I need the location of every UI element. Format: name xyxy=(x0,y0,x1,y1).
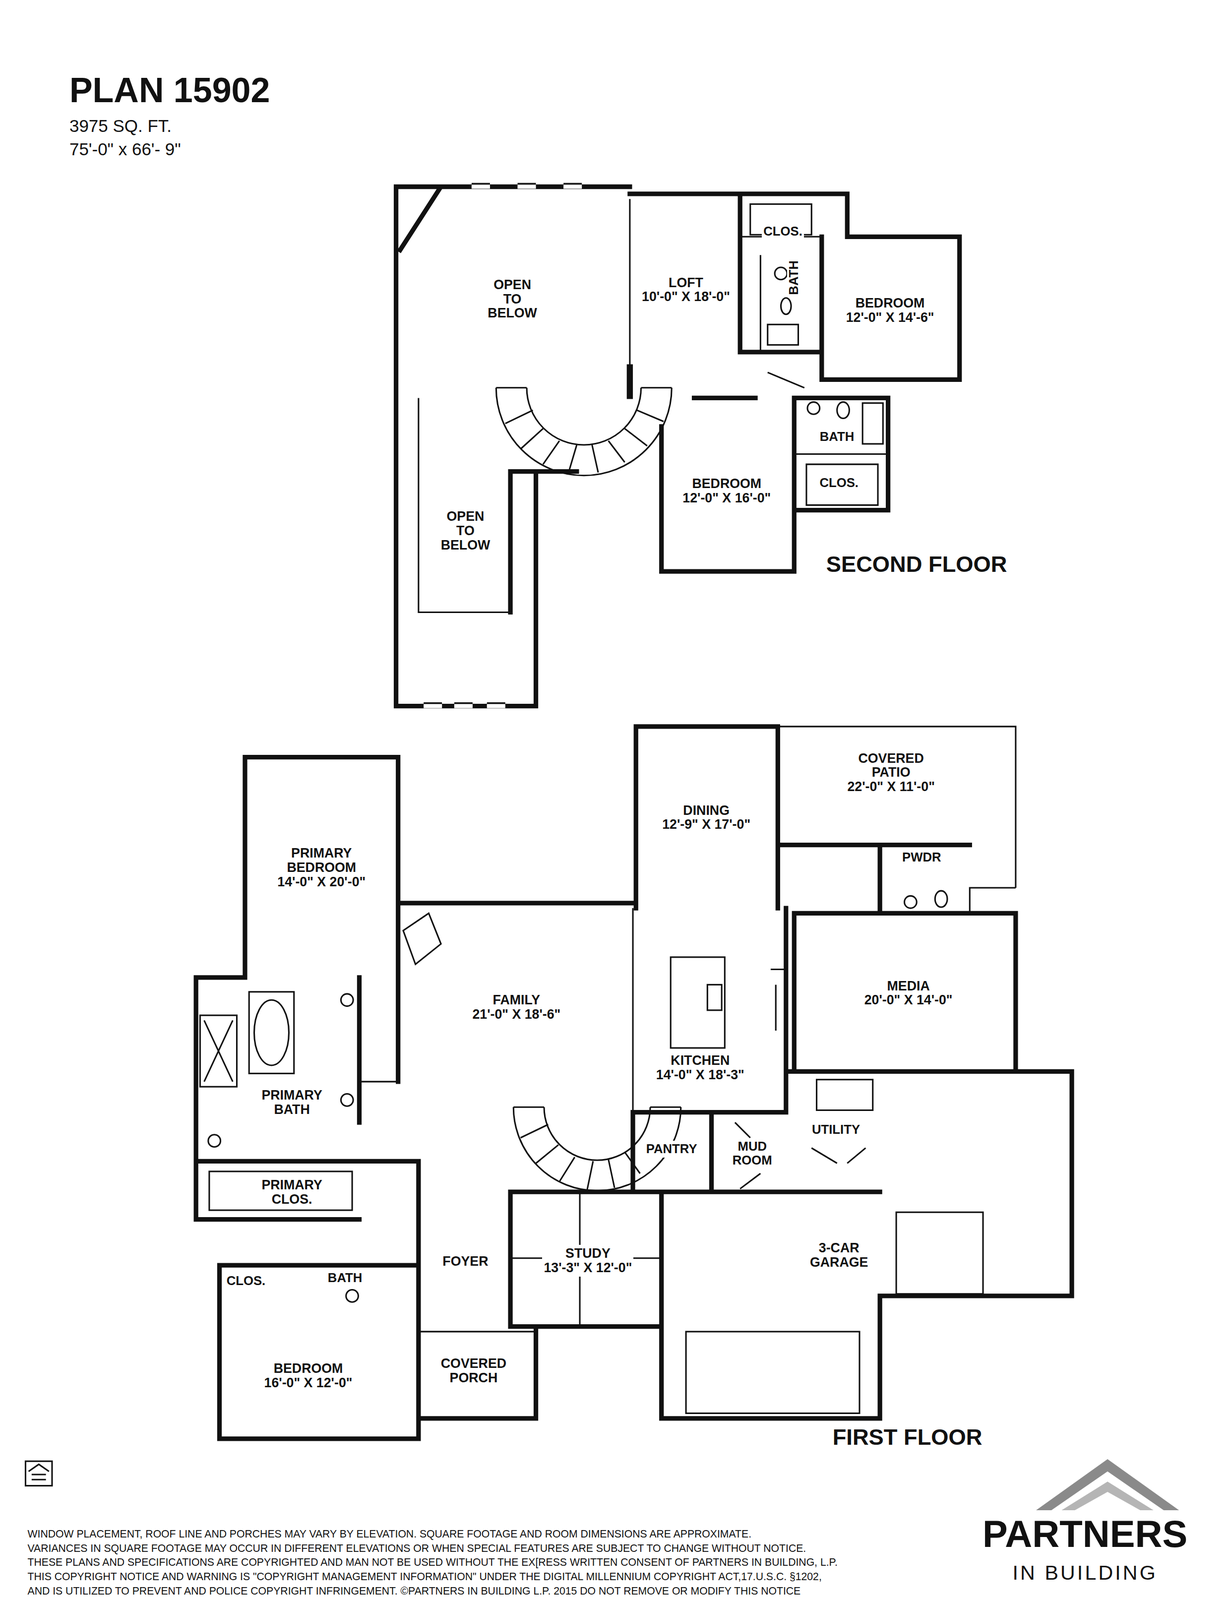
room-label: PANTRY xyxy=(644,1140,699,1158)
room-label: BATH xyxy=(818,428,857,446)
room-label: OPEN TO BELOW xyxy=(485,276,540,323)
equal-housing-logo xyxy=(25,1461,53,1486)
room-name: KITCHEN xyxy=(670,1053,730,1068)
room-name: COVERED PORCH xyxy=(435,1356,512,1386)
room-dimension: 12'-9" X 17'-0" xyxy=(662,817,751,832)
room-name: CLOS. xyxy=(819,476,859,491)
room-label: STUDY13'-3" X 12'-0" xyxy=(542,1244,634,1277)
room-name: BEDROOM xyxy=(273,1361,344,1376)
room-dimension: 10'-0" X 18'-0" xyxy=(641,289,731,305)
room-label: KITCHEN14'-0" X 18'-3" xyxy=(654,1051,746,1084)
floor-name: SECOND FLOOR xyxy=(826,552,1008,577)
room-name: MEDIA xyxy=(887,979,930,994)
disclaimer-line: WINDOW PLACEMENT, ROOF LINE AND PORCHES … xyxy=(27,1528,752,1540)
room-label: BATH xyxy=(326,1269,365,1287)
room-label: CLOS. xyxy=(225,1272,268,1290)
room-name: PWDR xyxy=(902,850,942,865)
room-name: PANTRY xyxy=(646,1142,698,1157)
room-dimension: 12'-0" X 14'-6" xyxy=(846,310,935,325)
room-label: MEDIA20'-0" X 14'-0" xyxy=(862,977,955,1009)
disclaimer-line: THIS COPYRIGHT NOTICE AND WARNING IS "CO… xyxy=(27,1570,822,1583)
room-dimension: 16'-0" X 12'-0" xyxy=(264,1375,353,1391)
room-label: BATH xyxy=(787,260,801,296)
room-dimension: 14'-0" X 18'-3" xyxy=(656,1067,745,1083)
room-dimension: 14'-0" X 20'-0" xyxy=(277,874,366,890)
area-note: 3975 SQ. FT. xyxy=(69,116,172,136)
thin-lines-first-floor xyxy=(199,726,1016,1439)
partners-logo-chevrons xyxy=(1036,1459,1179,1511)
room-name: 3-CAR GARAGE xyxy=(803,1240,875,1270)
room-name: CLOS. xyxy=(763,224,803,239)
room-name: LOFT xyxy=(668,275,704,291)
stair-second-floor xyxy=(495,387,672,476)
room-label: PWDR xyxy=(900,849,943,866)
size-note: 75'-0" x 66'- 9" xyxy=(69,139,182,159)
brand-name: PARTNERS xyxy=(982,1513,1188,1555)
room-label: PRIMARY BATH xyxy=(254,1086,329,1119)
room-name: BEDROOM xyxy=(691,476,762,492)
room-name: MUD ROOM xyxy=(729,1139,776,1168)
walls-second-floor xyxy=(396,186,960,707)
room-label: CLOS. xyxy=(761,223,804,241)
room-dimension: 13'-3" X 12'-0" xyxy=(543,1260,632,1276)
room-name: BATH xyxy=(787,260,801,296)
room-label: BEDROOM16'-0" X 12'-0" xyxy=(262,1359,355,1392)
room-label: LOFT10'-0" X 18'-0" xyxy=(640,274,732,307)
plan-title: PLAN 15902 xyxy=(69,71,270,110)
disclaimer-line: AND IS UTILIZED TO PREVENT AND POLICE CO… xyxy=(27,1585,801,1597)
disclaimer-line: VARIANCES IN SQUARE FOOTAGE MAY OCCUR IN… xyxy=(27,1542,807,1554)
room-label: PRIMARY BEDROOM14'-0" X 20'-0" xyxy=(275,844,368,891)
room-name: STUDY xyxy=(565,1246,611,1261)
room-label: BEDROOM12'-0" X 16'-0" xyxy=(680,475,773,507)
room-name: PRIMARY BEDROOM xyxy=(280,846,363,875)
room-name: OPEN TO BELOW xyxy=(439,509,492,553)
room-name: PRIMARY BATH xyxy=(256,1088,328,1117)
room-name: UTILITY xyxy=(811,1122,860,1137)
room-dimension: 21'-0" X 18'-6" xyxy=(472,1007,561,1022)
room-label: FOYER xyxy=(440,1252,490,1271)
room-label: FAMILY21'-0" X 18'-6" xyxy=(470,991,562,1024)
room-label: CLOS. xyxy=(817,474,860,492)
room-label: UTILITY xyxy=(810,1121,862,1139)
floor-name: FIRST FLOOR xyxy=(832,1424,983,1450)
room-name: COVERED PATIO xyxy=(855,751,927,781)
room-label: COVERED PORCH xyxy=(433,1354,514,1387)
room-label: PRIMARY CLOS. xyxy=(254,1176,329,1209)
walls-first-floor xyxy=(195,726,1072,1439)
room-label: DINING12'-9" X 17'-0" xyxy=(660,801,752,834)
room-label: MUD ROOM xyxy=(727,1138,777,1169)
room-dimension: 12'-0" X 16'-0" xyxy=(682,491,771,506)
room-name: OPEN TO BELOW xyxy=(487,277,539,321)
thin-lines-second-floor xyxy=(418,183,960,706)
room-name: PRIMARY CLOS. xyxy=(256,1177,328,1207)
room-dimension: 20'-0" X 14'-0" xyxy=(864,992,953,1008)
room-name: BEDROOM xyxy=(855,296,925,311)
room-name: BATH xyxy=(327,1271,363,1286)
room-label: COVERED PATIO22'-0" X 11'-0" xyxy=(845,749,937,797)
room-name: FAMILY xyxy=(492,992,541,1008)
room-name: BATH xyxy=(819,429,855,444)
room-name: DINING xyxy=(682,803,730,818)
room-name: CLOS. xyxy=(226,1274,266,1289)
brand-tagline: IN BUILDING xyxy=(1012,1561,1158,1585)
room-dimension: 22'-0" X 11'-0" xyxy=(847,779,935,795)
room-label: BEDROOM12'-0" X 14'-6" xyxy=(844,294,936,327)
disclaimer-line: THESE PLANS AND SPECIFICATIONS ARE COPYR… xyxy=(27,1556,838,1568)
room-name: FOYER xyxy=(442,1254,489,1269)
room-label: OPEN TO BELOW xyxy=(438,507,493,554)
room-label: 3-CAR GARAGE xyxy=(801,1239,877,1272)
